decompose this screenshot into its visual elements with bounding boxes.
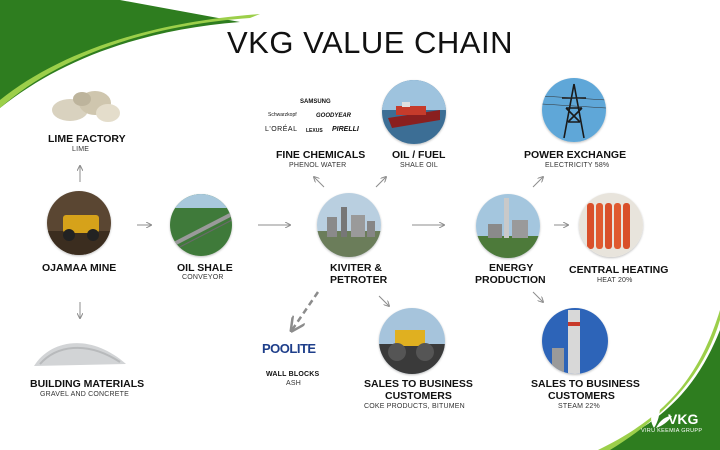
lime-factory-label: LIME FACTORY <box>48 133 126 145</box>
arrow-plant-chemicals <box>314 177 325 188</box>
fine-chemicals-label: FINE CHEMICALS <box>276 149 366 161</box>
building-materials-sub: GRAVEL AND CONCRETE <box>40 391 129 398</box>
steam-chimney-image <box>542 308 608 374</box>
sales-business-2-label: SALES TO BUSINESS <box>531 378 640 390</box>
petroter-label: PETROTER <box>330 274 388 286</box>
samsung-logo: SAMSUNG <box>300 99 331 105</box>
sales-business-2-sub: STEAM 22% <box>558 403 600 410</box>
fine-chemicals-sub: PHENOL WATER <box>289 162 347 169</box>
arrow-plant-sales <box>378 295 389 306</box>
vkg-leaf-icon <box>651 406 672 428</box>
sales-business-1-sub: COKE PRODUCTS, BITUMEN <box>364 403 465 410</box>
oil-fuel-label: OIL / FUEL <box>392 149 446 161</box>
conveyor-image <box>170 194 232 256</box>
lime-factory-sub: LIME <box>72 146 90 153</box>
energy-plant-image <box>476 194 540 258</box>
power-pylon-image <box>542 78 606 142</box>
oil-fuel-sub: SHALE OIL <box>400 162 438 169</box>
gravel-image <box>34 343 126 366</box>
central-heating-label: CENTRAL HEATING <box>569 264 669 276</box>
sales-customers-2-label: CUSTOMERS <box>548 390 615 402</box>
arrow-energy-power <box>532 177 543 188</box>
building-materials-label: BUILDING MATERIALS <box>30 378 145 390</box>
power-exchange-sub: ELECTRICITY 58% <box>545 162 610 169</box>
kiviter-plant-image <box>317 193 381 257</box>
schwarzkopf-logo: Schwarzkopf <box>268 112 297 118</box>
vkg-logo-text: VKG <box>668 411 699 427</box>
page-title: VKG VALUE CHAIN <box>226 25 513 60</box>
ojamaa-mine-image <box>47 191 111 255</box>
wall-blocks-sub: ASH <box>286 380 301 387</box>
kiviter-label: KIVITER & <box>330 262 382 274</box>
vkg-logo-sub: VIRU KEEMIA GRUPP <box>641 428 703 434</box>
goodyear-logo: GOODYEAR <box>316 113 352 119</box>
oil-shale-label: OIL SHALE <box>177 262 233 274</box>
central-heating-sub: HEAT 20% <box>597 277 633 284</box>
arrow-energy-steam <box>532 291 543 302</box>
lime-rocks-image <box>52 91 120 122</box>
sales-business-1-label: SALES TO BUSINESS <box>364 378 473 390</box>
production-label: PRODUCTION <box>475 274 546 286</box>
loreal-logo: L'ORÉAL <box>265 126 298 133</box>
pirelli-logo: PIRELLI <box>332 126 359 133</box>
wall-blocks-label: WALL BLOCKS <box>266 371 320 378</box>
ojamaa-mine-label: OJAMAA MINE <box>42 262 117 274</box>
radiator-image <box>579 193 643 257</box>
power-exchange-label: POWER EXCHANGE <box>524 149 627 161</box>
poolite-logo: POOLITE <box>262 341 316 356</box>
lexus-logo: LEXUS <box>306 128 323 134</box>
energy-label: ENERGY <box>489 262 534 274</box>
arrow-plant-oil <box>375 177 386 188</box>
road-roller-image <box>379 308 445 374</box>
conveyor-sub: CONVEYOR <box>182 274 224 281</box>
sales-customers-1-label: CUSTOMERS <box>385 390 452 402</box>
arrow-plant-wallblocks <box>292 291 320 330</box>
